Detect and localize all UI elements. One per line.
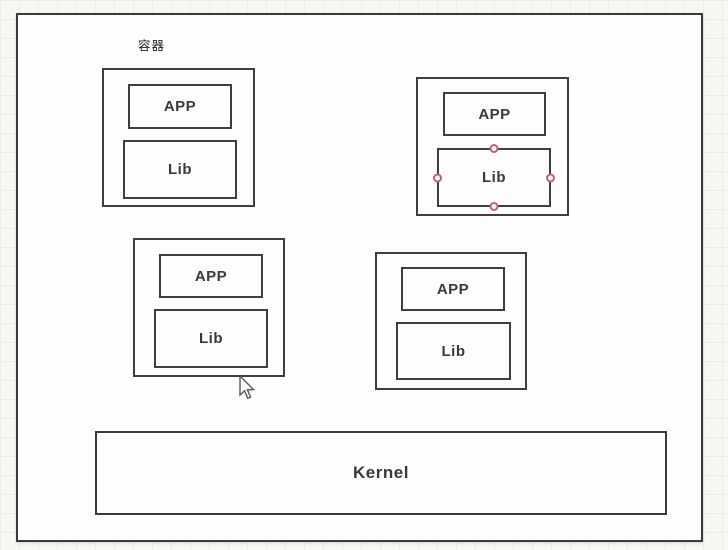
lib-shape-selected[interactable]: Lib (433, 144, 555, 211)
connection-handle-left-icon[interactable] (433, 173, 442, 182)
kernel-shape-label: Kernel (353, 463, 409, 482)
connection-handle-right-icon[interactable] (546, 173, 555, 182)
lib-shape[interactable]: Lib (396, 322, 511, 380)
container-shape-bottom-right[interactable]: APP Lib (375, 252, 527, 390)
app-shape-label: APP (194, 267, 228, 285)
app-shape[interactable]: APP (401, 267, 505, 311)
lib-shape-label: Lib (199, 330, 223, 347)
system-boundary-rect[interactable]: 容器 APP Lib APP Lib APP Lib A (16, 13, 703, 542)
container-shape-bottom-left[interactable]: APP Lib (133, 238, 285, 377)
app-shape-label: APP (436, 280, 470, 298)
lib-shape-label: Lib (482, 169, 506, 186)
app-shape-label: APP (478, 105, 511, 123)
connection-handle-bottom-icon[interactable] (489, 202, 499, 211)
lib-shape[interactable]: Lib (154, 309, 268, 368)
app-shape-label: APP (163, 98, 197, 115)
kernel-shape[interactable]: Kernel (95, 431, 667, 515)
container-shape-top-right[interactable]: APP Lib (416, 77, 569, 216)
lib-shape[interactable]: Lib (123, 140, 237, 199)
app-shape[interactable]: APP (443, 92, 546, 136)
container-shape-top-left[interactable]: APP Lib (102, 68, 255, 207)
app-shape[interactable]: APP (159, 254, 263, 298)
lib-shape-label: Lib (441, 342, 466, 360)
container-label-text: 容器 (138, 39, 166, 53)
app-shape[interactable]: APP (128, 84, 232, 129)
connection-handle-top-icon[interactable] (489, 144, 499, 153)
lib-shape-label: Lib (168, 161, 192, 178)
